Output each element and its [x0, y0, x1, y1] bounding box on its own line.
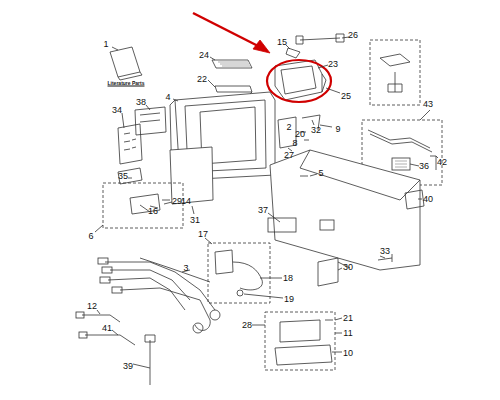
- callout-number: 27: [284, 151, 294, 160]
- callout-number: 33: [380, 247, 390, 256]
- callout-number: 29: [172, 197, 182, 206]
- callout-number: 41: [102, 324, 112, 333]
- callout-number: 17: [198, 230, 208, 239]
- callout-number: 2: [286, 123, 291, 132]
- callout-number: 34: [112, 106, 122, 115]
- callout-number: 1: [103, 40, 108, 49]
- callout-number: 19: [284, 295, 294, 304]
- callout-number: 18: [283, 274, 293, 283]
- callout-number: 39: [123, 362, 133, 371]
- callout-number: 12: [87, 302, 97, 311]
- callout-number: 36: [419, 162, 429, 171]
- callout-number: 37: [258, 206, 268, 215]
- callout-number: 30: [343, 263, 353, 272]
- callout-number: 22: [197, 75, 207, 84]
- callout-number: 6: [88, 232, 93, 241]
- callout-number: 3: [183, 264, 188, 273]
- callout-number: 4: [165, 93, 170, 102]
- callout-number: 24: [199, 51, 209, 60]
- booklet-title: Literature Parts: [108, 81, 145, 86]
- callout-number: 32: [311, 126, 321, 135]
- callout-number: 5: [318, 169, 323, 178]
- callout-number: 25: [341, 92, 351, 101]
- callout-number: 43: [423, 100, 433, 109]
- callout-number: 26: [348, 31, 358, 40]
- callout-number: 28: [242, 321, 252, 330]
- callout-number: 9: [335, 125, 340, 134]
- callout-number: 40: [423, 195, 433, 204]
- callout-number: 14: [181, 197, 191, 206]
- callout-number: 11: [343, 329, 352, 338]
- callout-number: 20: [295, 130, 305, 139]
- callout-number: 35: [118, 172, 128, 181]
- callout-number: 16: [148, 207, 158, 216]
- callout-number: 15: [277, 38, 287, 47]
- callout-number: 42: [437, 158, 447, 167]
- callout-number: 23: [328, 60, 338, 69]
- callout-number: 8: [292, 139, 297, 148]
- callout-number: 31: [190, 216, 200, 225]
- callout-number: 10: [343, 349, 353, 358]
- callout-number: 38: [136, 98, 146, 107]
- callout-number: 21: [343, 314, 353, 323]
